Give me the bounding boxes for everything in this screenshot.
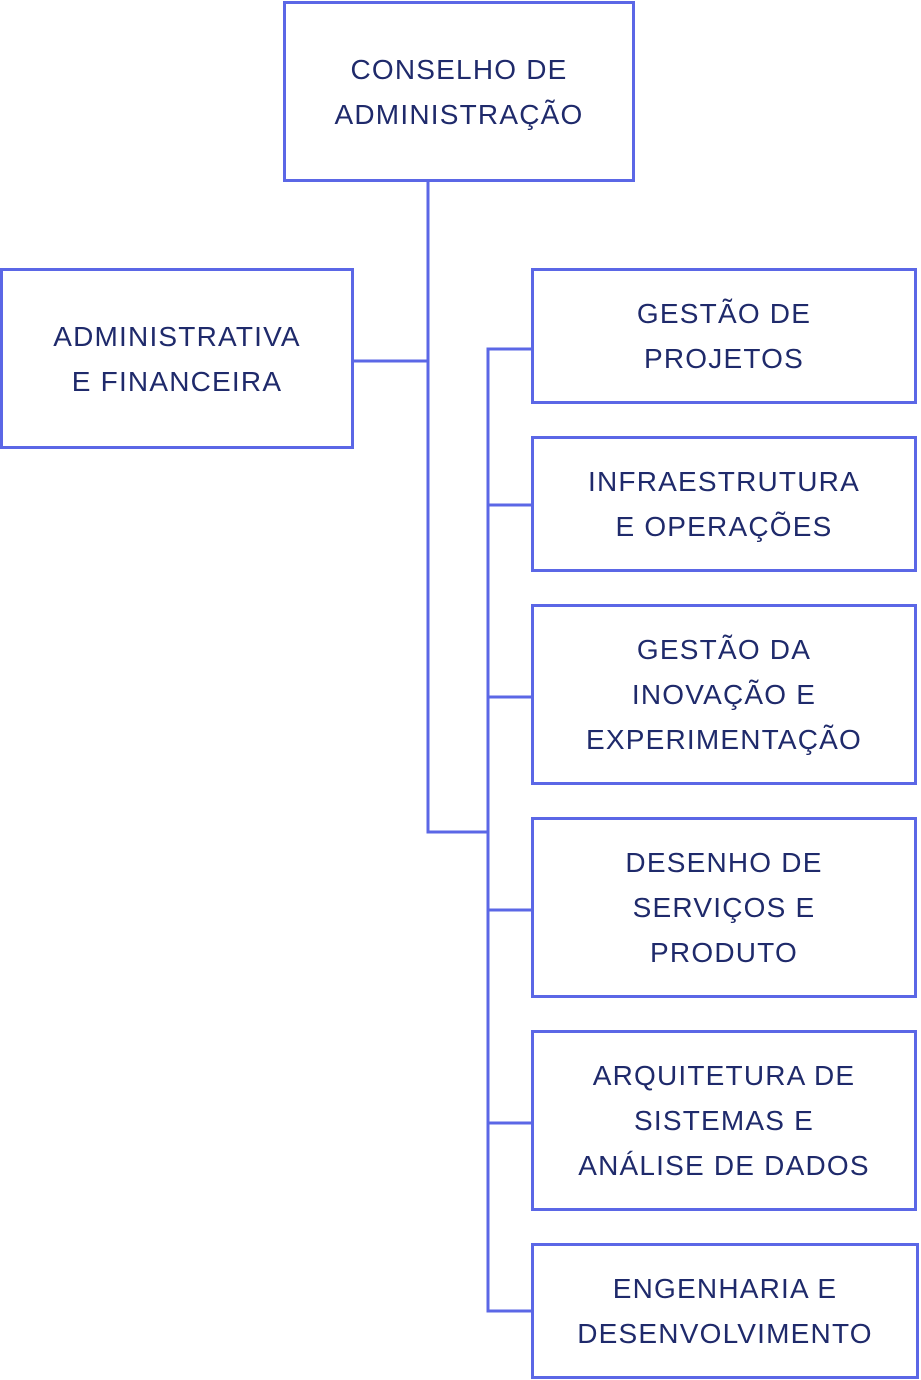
side-unit-label: ADMINISTRATIVA E FINANCEIRA (53, 320, 301, 397)
department-node-infraestrutura: INFRAESTRUTURA E OPERAÇÕES (531, 436, 917, 572)
department-label: INFRAESTRUTURA E OPERAÇÕES (588, 466, 860, 542)
root-node-label: CONSELHO DE ADMINISTRAÇÃO (334, 53, 584, 130)
department-node-arquitetura: ARQUITETURA DE SISTEMAS E ANÁLISE DE DAD… (531, 1030, 917, 1211)
department-node-gestao-projetos: GESTÃO DE PROJETOS (531, 268, 917, 404)
department-label: ARQUITETURA DE SISTEMAS E ANÁLISE DE DAD… (578, 1060, 870, 1181)
root-node-conselho: CONSELHO DE ADMINISTRAÇÃO (283, 1, 635, 182)
department-node-desenho-servicos: DESENHO DE SERVIÇOS E PRODUTO (531, 817, 917, 998)
department-label: GESTÃO DE PROJETOS (636, 298, 812, 374)
department-label: ENGENHARIA E DESENVOLVIMENTO (577, 1273, 873, 1349)
side-unit-node: ADMINISTRATIVA E FINANCEIRA (0, 268, 354, 449)
department-label: GESTÃO DA INOVAÇÃO E EXPERIMENTAÇÃO (585, 634, 863, 755)
department-node-inovacao: GESTÃO DA INOVAÇÃO E EXPERIMENTAÇÃO (531, 604, 917, 785)
department-node-engenharia: ENGENHARIA E DESENVOLVIMENTO (531, 1243, 919, 1379)
department-label: DESENHO DE SERVIÇOS E PRODUTO (625, 847, 823, 968)
